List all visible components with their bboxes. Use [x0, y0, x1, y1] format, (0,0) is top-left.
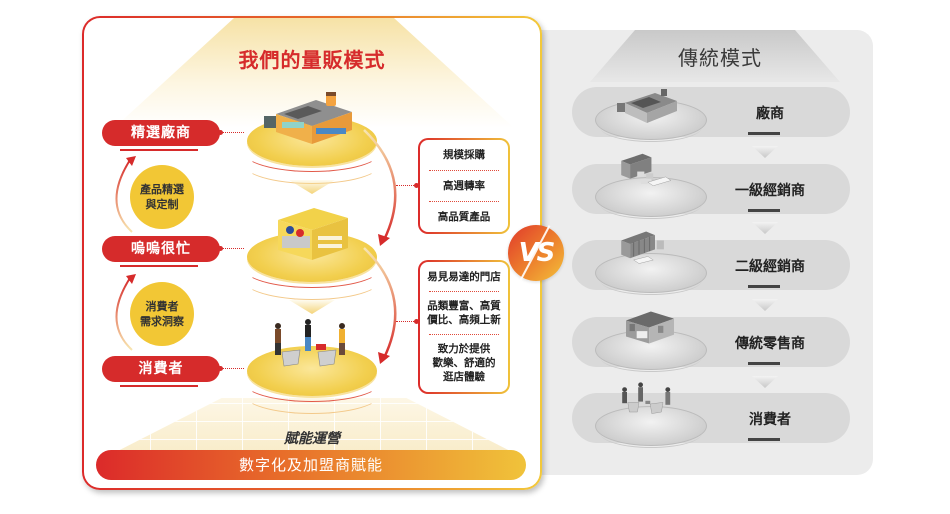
- info-box-store: 易見易達的門店 品類豐富、高質 價比、高頻上新 致力於提供 歡樂、舒適的 逛店體…: [418, 260, 510, 394]
- traditional-model-title: 傳統模式: [678, 46, 762, 70]
- pill-selected-suppliers: 精選廠商: [102, 120, 220, 146]
- pill-consumers: 消費者: [102, 356, 220, 382]
- factory-icon: [617, 89, 677, 123]
- shoppers-icon: [622, 382, 671, 414]
- pill-underline: [120, 385, 198, 387]
- curved-arrow-up-icon: [115, 156, 136, 233]
- info-line: 品類豐富、高質: [427, 299, 501, 312]
- shop-icon: [626, 311, 674, 344]
- connector-dot: [414, 183, 419, 188]
- our-model-panel: 我們的量販模式 賦能運營 數字化及加盟商賦能 精選廠商 嗚嗚很忙 消費者: [82, 16, 542, 490]
- info-line: 逛店體驗: [443, 371, 485, 384]
- platform-ring: [600, 189, 702, 219]
- platform-ring: [242, 258, 382, 300]
- info-line: 價比、高頻上新: [427, 313, 501, 326]
- our-model-panel-inner: 我們的量販模式 賦能運營 數字化及加盟商賦能 精選廠商 嗚嗚很忙 消費者: [84, 18, 540, 488]
- platform-ring: [600, 418, 702, 448]
- dotted-separator: [429, 290, 499, 292]
- platform-ring: [600, 112, 702, 142]
- badge-line: 與定制: [145, 198, 179, 211]
- info-line: 歡樂、舒適的: [432, 357, 496, 370]
- badge-line: 消費者: [145, 300, 179, 313]
- info-item: 高品質產品: [437, 211, 491, 223]
- info-box-inner: 規模採購 高週轉率 高品質產品: [420, 140, 508, 232]
- distribution-center-icon: [621, 231, 664, 264]
- step-underline: [748, 438, 780, 441]
- floor-label: 賦能運營: [284, 431, 340, 447]
- pill-brand: 嗚嗚很忙: [102, 236, 220, 262]
- info-item: 品類豐富、高質 價比、高頻上新: [427, 299, 501, 327]
- store-icon: [278, 208, 348, 260]
- badge-line: 產品精選: [140, 183, 184, 196]
- step-underline: [748, 285, 780, 288]
- down-chevron-icon: [289, 300, 335, 314]
- connector-line: [220, 248, 244, 249]
- dotted-separator: [429, 201, 499, 202]
- step-label: 一級經銷商: [735, 183, 805, 199]
- badge-line: 需求洞察: [140, 315, 184, 328]
- platform-ring: [600, 265, 702, 295]
- step-label: 二級經銷商: [735, 259, 805, 275]
- platform-disc: [247, 346, 377, 396]
- empowerment-bar: 數字化及加盟商賦能: [96, 450, 526, 480]
- badge-product-curation: 產品精選 與定制: [130, 165, 194, 229]
- platform-ring: [242, 372, 382, 414]
- step-underline: [748, 362, 780, 365]
- step-label: 傳統零售商: [735, 336, 805, 352]
- platform-ring: [600, 342, 702, 372]
- pill-underline: [120, 149, 198, 151]
- down-chevron-icon: [289, 180, 335, 194]
- info-line: 致力於提供: [437, 343, 491, 356]
- dotted-separator: [429, 170, 499, 171]
- connector-dot: [414, 319, 419, 324]
- info-box-inner: 易見易達的門店 品類豐富、高質 價比、高頻上新 致力於提供 歡樂、舒適的 逛店體…: [420, 262, 508, 392]
- info-item: 高週轉率: [443, 180, 485, 192]
- connector-line: [220, 132, 244, 133]
- step-label: 廠商: [756, 106, 784, 122]
- info-item: 易見易達的門店: [427, 270, 501, 283]
- step-underline: [748, 132, 780, 135]
- badge-consumer-insight: 消費者 需求洞察: [130, 282, 194, 346]
- connector-line: [396, 321, 418, 322]
- info-item: 規模採購: [443, 149, 485, 161]
- warehouse-icon: [621, 153, 672, 187]
- curved-arrow-down-icon: [363, 247, 397, 364]
- connector-line: [396, 185, 418, 186]
- connector-line: [220, 368, 244, 369]
- traditional-title-backdrop: [590, 30, 840, 82]
- curved-arrow-up-icon: [115, 274, 136, 351]
- info-box-sourcing: 規模採購 高週轉率 高品質產品: [418, 138, 510, 234]
- info-item: 致力於提供 歡樂、舒適的 逛店體驗: [433, 342, 496, 384]
- factory-icon: [264, 92, 352, 144]
- our-model-title: 我們的量販模式: [238, 48, 386, 72]
- dotted-separator: [429, 334, 499, 336]
- shoppers-icon: [275, 319, 345, 367]
- curved-arrow-down-icon: [363, 129, 397, 246]
- step-label: 消費者: [749, 412, 791, 428]
- pill-underline: [120, 265, 198, 267]
- step-underline: [748, 209, 780, 212]
